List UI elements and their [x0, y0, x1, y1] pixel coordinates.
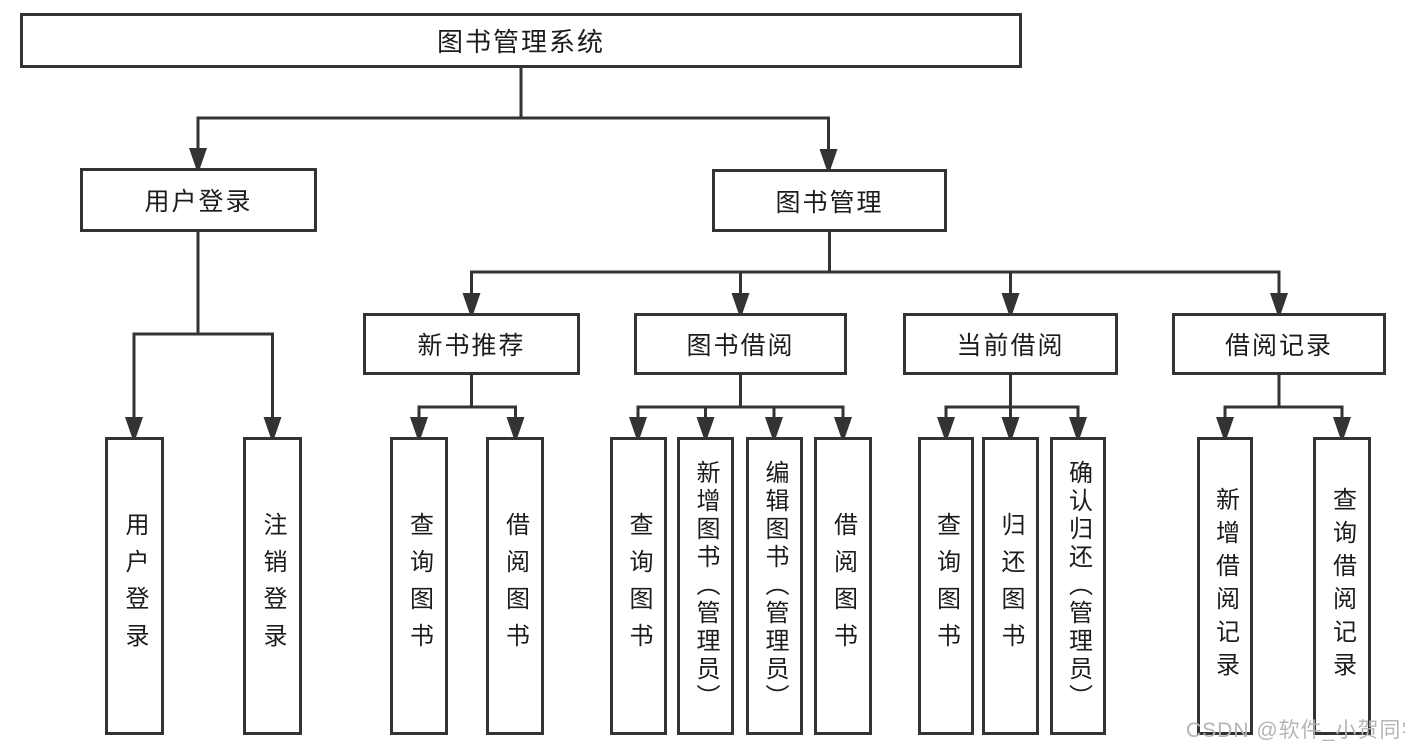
- root-node-library-system: 图书管理系统: [20, 13, 1022, 68]
- leaf-query-books-borrow: 查询图书: [610, 437, 667, 735]
- node-book-borrow: 图书借阅: [634, 313, 847, 375]
- leaf-query-books-recommend: 查询图书: [390, 437, 448, 735]
- node-new-book-recommend: 新书推荐: [363, 313, 580, 375]
- csdn-watermark: CSDN @软件_小贺同学: [1186, 719, 1405, 742]
- leaf-confirm-return-admin: 确认归还（管理员）: [1050, 437, 1106, 735]
- leaf-borrow-books-recommend: 借阅图书: [486, 437, 544, 735]
- leaf-add-books-admin: 新增图书（管理员）: [677, 437, 734, 735]
- leaf-logout: 注销登录: [243, 437, 302, 735]
- node-borrow-records: 借阅记录: [1172, 313, 1386, 375]
- node-user-login: 用户登录: [80, 168, 317, 232]
- node-current-borrow: 当前借阅: [903, 313, 1118, 375]
- leaf-user-login: 用户登录: [105, 437, 164, 735]
- leaf-edit-books-admin: 编辑图书（管理员）: [746, 437, 803, 735]
- leaf-add-borrow-record: 新增借阅记录: [1197, 437, 1253, 735]
- leaf-borrow-books: 借阅图书: [814, 437, 872, 735]
- node-book-management: 图书管理: [712, 169, 947, 232]
- leaf-query-borrow-record: 查询借阅记录: [1313, 437, 1371, 735]
- leaf-query-books-current: 查询图书: [918, 437, 974, 735]
- leaf-return-books: 归还图书: [982, 437, 1039, 735]
